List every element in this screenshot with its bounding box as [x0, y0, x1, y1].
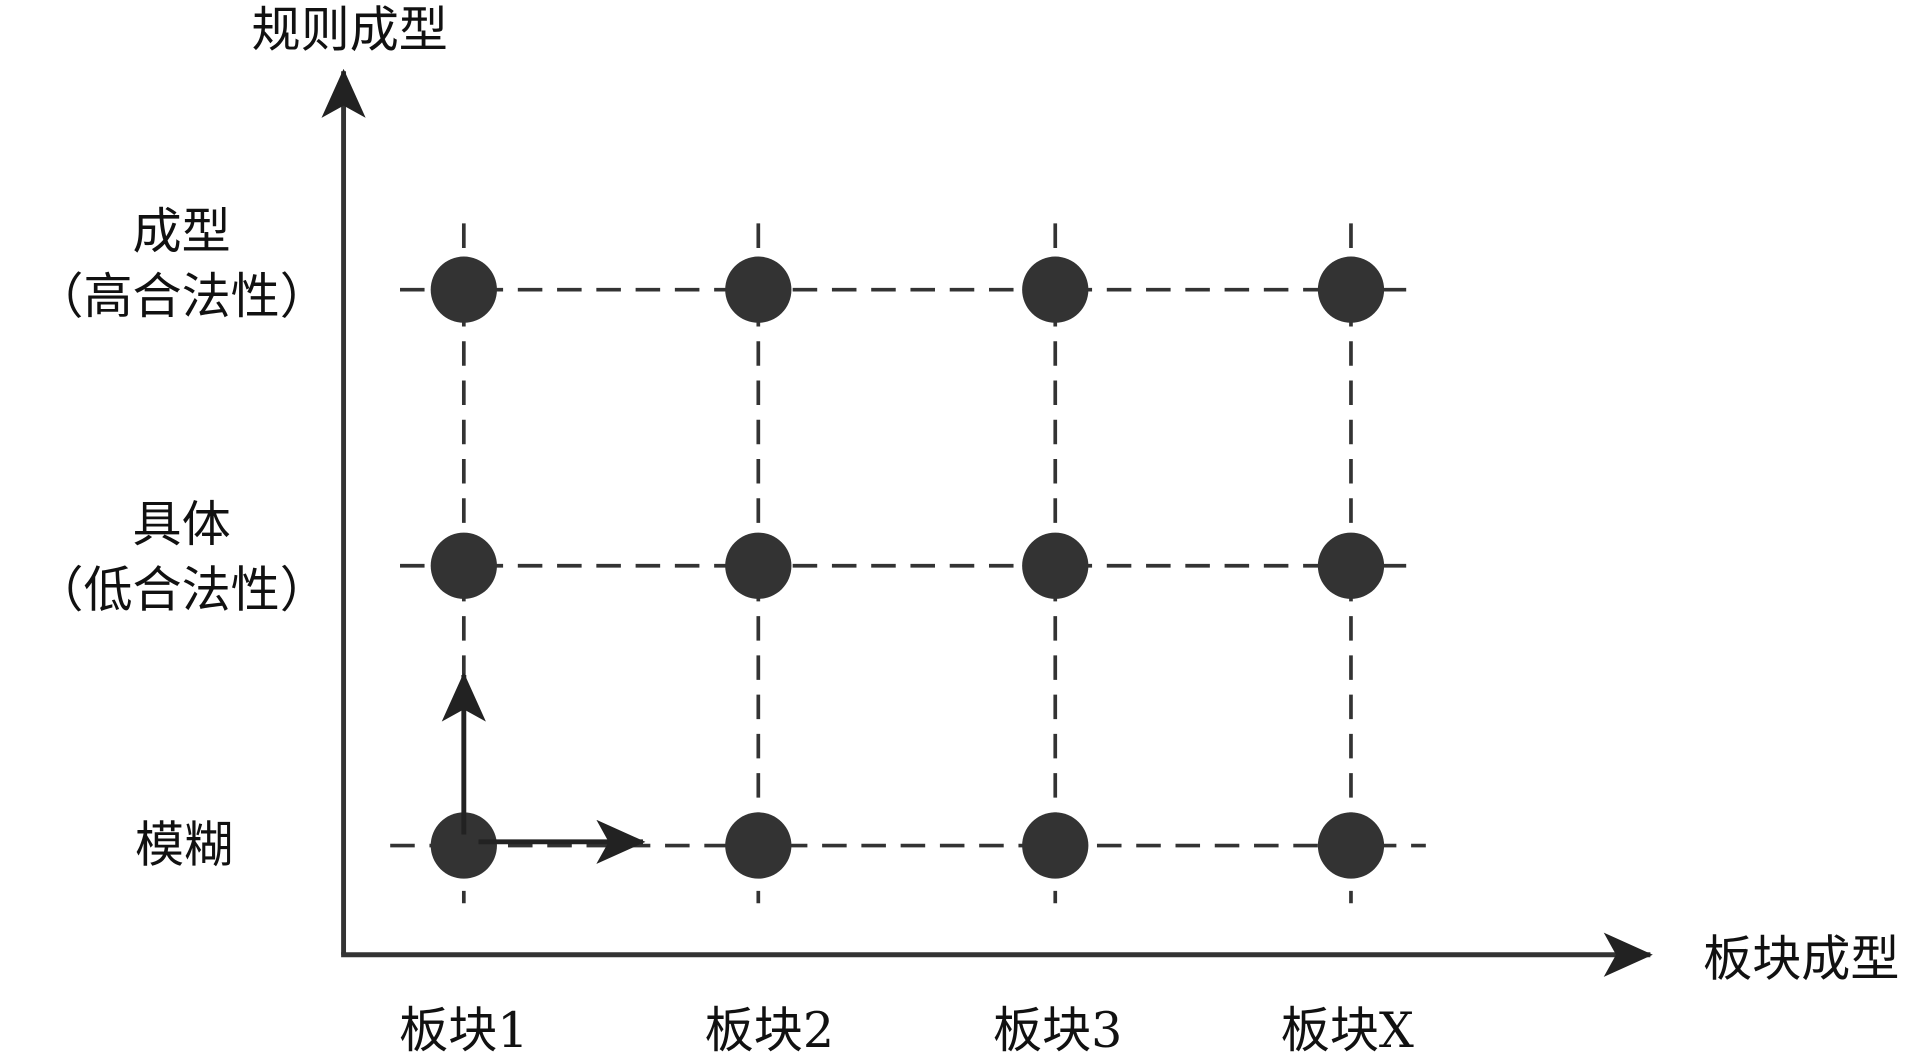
y-level-3-name: 模糊 — [135, 815, 233, 873]
grid-dashed-lines — [390, 223, 1426, 904]
grid-node — [430, 812, 497, 879]
y-axis-title: 规则成型 — [252, 1, 448, 59]
y-level-2-note: （低合法性） — [34, 560, 328, 618]
grid-node — [725, 812, 792, 879]
y-level-2-name: 具体 — [133, 495, 231, 553]
grid-node — [1317, 812, 1385, 879]
grid-node — [725, 532, 792, 599]
x-axis-title: 板块成型 — [1703, 930, 1899, 988]
y-level-1-name: 成型 — [133, 202, 231, 260]
grid-node — [1022, 532, 1089, 599]
grid-nodes — [430, 256, 1385, 879]
grid-node — [1022, 812, 1089, 879]
grid-node — [1317, 256, 1385, 323]
x-level-2: 板块2 — [705, 1001, 834, 1053]
x-level-3: 板块3 — [993, 1001, 1122, 1053]
x-level-1: 板块1 — [399, 1001, 528, 1053]
grid-node — [430, 256, 497, 323]
grid-node — [430, 532, 497, 599]
y-level-1-note: （高合法性） — [34, 267, 328, 325]
grid-node — [725, 256, 792, 323]
grid-node — [1022, 256, 1089, 323]
grid-node — [1317, 532, 1385, 599]
x-level-x: 板块X — [1281, 1001, 1414, 1053]
